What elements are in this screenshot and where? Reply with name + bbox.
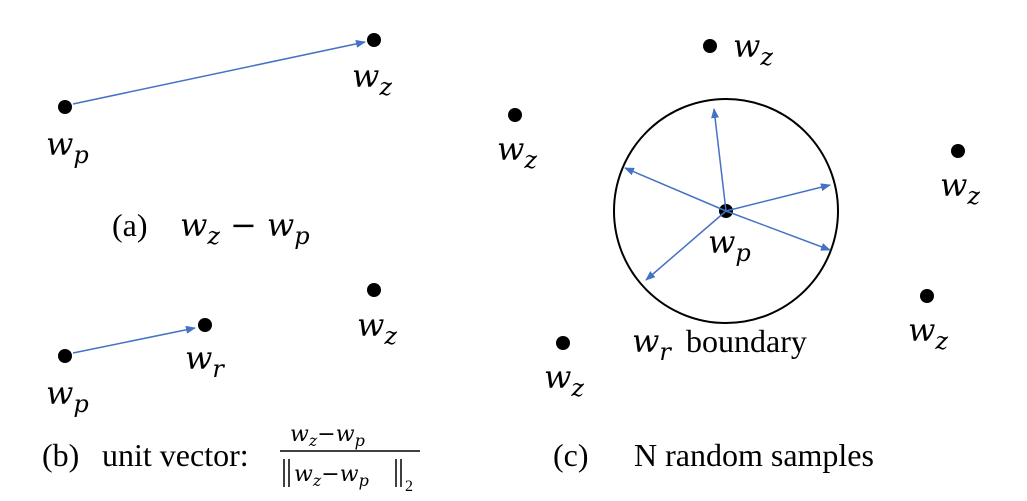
norm-subscript: 2 (405, 478, 413, 495)
difference-arrow (72, 39, 366, 105)
caption-c-text: N random samples (634, 437, 874, 473)
point-wz-bottom-left (556, 336, 570, 350)
label-wz-bottom-right: wz (908, 311, 948, 355)
denominator-expression: wz−wp (294, 462, 369, 490)
caption-a-letter: (a) (112, 207, 148, 243)
point-wz-right (951, 144, 965, 158)
point-wz-bottom-right (920, 289, 934, 303)
point-wp (58, 349, 72, 363)
boundary-label-text: boundary (686, 323, 807, 359)
panel-a: wz wp (a) wz−wp (46, 33, 392, 250)
label-wp-center: wp (708, 223, 751, 267)
point-wz (367, 33, 381, 47)
point-wz (367, 283, 381, 297)
sample-arrow-1 (711, 108, 727, 212)
caption-c-letter: (c) (553, 437, 589, 473)
point-wr (198, 318, 212, 332)
caption-b-text: unit vector: (102, 437, 249, 473)
label-wz-bottom-left: wz (544, 358, 584, 402)
sample-arrow-3 (725, 183, 831, 212)
label-wz-left: wz (497, 130, 537, 174)
fraction-denominator: wz−wp 2 (283, 459, 413, 495)
label-wz: wz (352, 57, 392, 101)
label-wz-right: wz (940, 166, 980, 210)
panel-b: wr wz wp (b) unit vector: wz−wp wz−wp 2 (42, 283, 420, 495)
panel-c: wp wz wz wz wz wz wr boundary (c) N rand… (497, 27, 980, 473)
label-wp: wp (46, 374, 89, 418)
caption-a-expression: wz−wp (180, 206, 310, 250)
caption-b-letter: (b) (42, 437, 79, 473)
sample-arrow-2 (624, 167, 727, 212)
point-wp (58, 100, 72, 114)
label-wz: wz (357, 306, 397, 350)
boundary-label-symbol: wr (632, 322, 672, 366)
label-wr: wr (185, 339, 225, 383)
fraction-numerator: wz−wp (290, 422, 365, 450)
unit-vector-arrow (72, 325, 196, 354)
sample-arrow-5 (645, 210, 727, 281)
label-wz-top: wz (733, 27, 773, 71)
sample-arrow-4 (725, 210, 831, 251)
point-wz-left (508, 108, 522, 122)
label-wp: wp (46, 125, 89, 169)
boundary-circle (613, 98, 839, 324)
point-wz-top (703, 39, 717, 53)
